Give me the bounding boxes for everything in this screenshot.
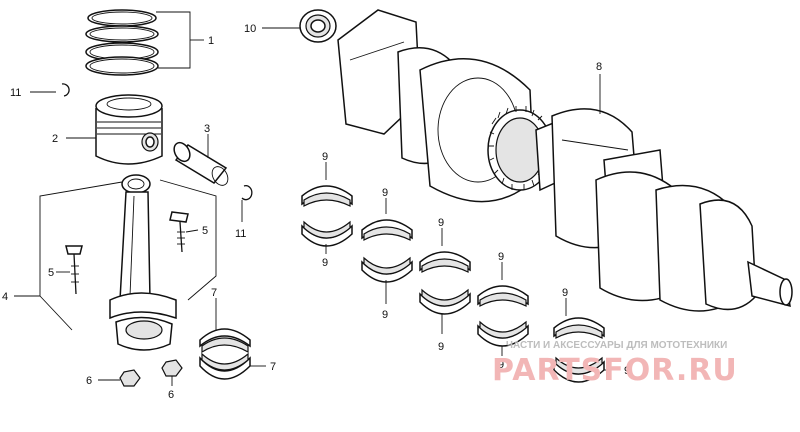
callout-2: 2 <box>52 133 58 145</box>
main-bearing-1 <box>301 185 353 247</box>
callout-9-j: 9 <box>624 365 630 377</box>
conrod-bolt-right <box>169 211 189 253</box>
bolt-leader-right <box>185 229 199 233</box>
crankshaft <box>337 9 793 312</box>
conrod-nut-left <box>119 369 141 387</box>
connecting-rod <box>109 174 177 351</box>
watermark-brand: PARTSFOR.RU <box>492 353 738 388</box>
callout-5-left: 5 <box>48 267 54 279</box>
callout-9-c: 9 <box>382 187 388 199</box>
piston <box>95 94 163 165</box>
ring-bracket-line <box>156 11 191 69</box>
callout-9-d: 9 <box>382 309 388 321</box>
watermark-tagline: ЧАСТИ И АКСЕССУАРЫ ДЛЯ МОТОТЕХНИКИ <box>506 340 727 351</box>
main-bearing-5 <box>553 317 605 383</box>
callout-9-h: 9 <box>498 359 504 371</box>
conrod-nut-right <box>161 359 183 377</box>
main-bearing-2 <box>361 219 413 283</box>
conrod-assembly-bracket <box>39 181 123 331</box>
piston-pin-clip-right <box>241 185 253 201</box>
main-bearing-4 <box>477 285 529 347</box>
conrod-assembly-bracket-right <box>159 179 217 301</box>
callout-8: 8 <box>596 61 602 73</box>
callout-1: 1 <box>208 35 214 47</box>
callout-9-b: 9 <box>322 257 328 269</box>
oil-seal <box>299 9 337 43</box>
callout-9-a: 9 <box>322 151 328 163</box>
callout-11-right: 11 <box>235 228 246 240</box>
callout-9-f: 9 <box>438 341 444 353</box>
conrod-bearing <box>199 328 251 380</box>
callout-7-top: 7 <box>211 287 217 299</box>
piston-pin <box>173 141 229 186</box>
callout-10: 10 <box>244 23 256 35</box>
callout-9-e: 9 <box>438 217 444 229</box>
callout-9-g: 9 <box>498 251 504 263</box>
callout-9-i: 9 <box>562 287 568 299</box>
callout-4: 4 <box>2 291 8 303</box>
callout-7-right: 7 <box>270 361 276 373</box>
main-bearing-3 <box>419 251 471 315</box>
callout-5-right: 5 <box>202 225 208 237</box>
piston-rings <box>85 9 159 76</box>
callout-3: 3 <box>204 123 210 135</box>
piston-pin-clip-left <box>61 83 70 97</box>
callout-11-left: 11 <box>10 87 21 99</box>
conrod-bolt-left <box>65 245 83 295</box>
callout-6-left: 6 <box>86 375 92 387</box>
callout-6-right: 6 <box>168 389 174 401</box>
